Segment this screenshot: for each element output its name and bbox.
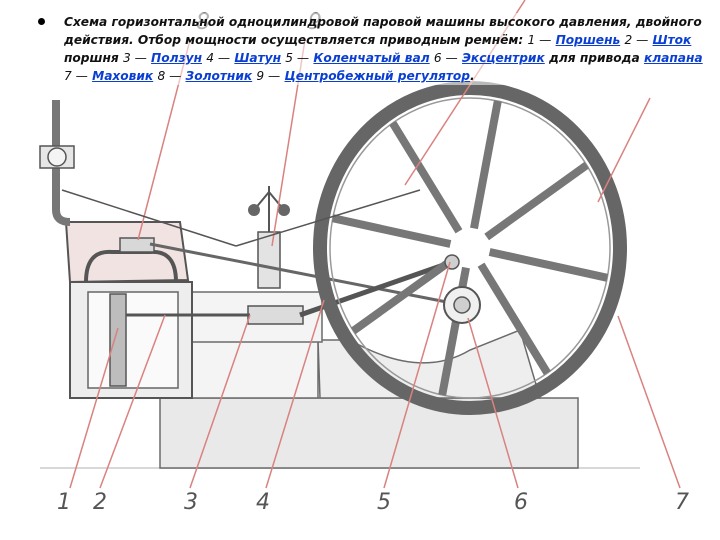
part-2-tail: поршня (64, 51, 119, 65)
label-4: 4 (256, 490, 270, 515)
part-9-num: 9 — (256, 69, 281, 83)
crank-pedestal (317, 328, 542, 399)
steam-valve (39, 145, 75, 169)
pointer-3 (189, 314, 251, 489)
cylinder-bore (87, 291, 179, 389)
link-governor[interactable]: Центробежный регулятор (284, 69, 471, 83)
part-7-num: 7 — (64, 69, 88, 83)
piston (109, 293, 127, 387)
caption-text: Схема горизонтальной одноцилиндровой пар… (64, 13, 704, 85)
pointer-lines-dark (61, 189, 421, 247)
part-4-num: 4 — (206, 51, 231, 65)
link-crankshaft[interactable]: Коленчатый вал (313, 51, 430, 65)
link-crosshead[interactable]: Ползун (151, 51, 202, 65)
link-piston[interactable]: Поршень (555, 33, 621, 47)
flywheel-spoke (389, 120, 463, 234)
part-5-num: 5 — (285, 51, 310, 65)
label-3: 3 (184, 490, 198, 515)
flywheel-spoke (488, 248, 609, 282)
pointer-5 (383, 261, 451, 489)
crosshead (247, 305, 304, 325)
part-6-tail: для привода (549, 51, 640, 65)
centrifugal-governor (248, 186, 290, 289)
pointer-7 (617, 315, 681, 489)
pointer-6 (467, 317, 519, 489)
label-7: 7 (675, 490, 689, 515)
crank-pin (444, 254, 460, 270)
caption-intro: Схема горизонтальной одноцилиндровой пар… (64, 15, 702, 47)
part-3-num: 3 — (122, 51, 147, 65)
link-eccentric[interactable]: Эксцентрик (461, 51, 545, 65)
pointer-4 (265, 299, 325, 489)
flywheel-spoke (484, 161, 590, 241)
steam-pipe (52, 100, 71, 226)
flywheel-spoke (470, 100, 502, 230)
flywheel-spoke (350, 255, 456, 335)
eccentric (453, 296, 471, 314)
link-valve[interactable]: клапана (643, 51, 703, 65)
slide-valve (119, 237, 155, 253)
label-6: 6 (514, 490, 528, 515)
flywheel-spoke (331, 214, 452, 248)
caption-period: . (470, 69, 475, 83)
part-6-num: 6 — (433, 51, 458, 65)
part-2-num: 2 — (624, 33, 649, 47)
flywheel-spoke (477, 262, 551, 376)
part-1-num: 1 — (527, 33, 552, 47)
pointer-top-right-b (597, 97, 651, 203)
pointer-1 (69, 327, 119, 489)
part-8-num: 8 — (157, 69, 182, 83)
link-connecting-rod[interactable]: Шатун (234, 51, 282, 65)
foundation (159, 397, 579, 469)
flywheel (313, 81, 627, 415)
link-slide-valve[interactable]: Золотник (185, 69, 253, 83)
link-flywheel[interactable]: Маховик (92, 69, 154, 83)
pointer-2 (99, 314, 166, 489)
label-5: 5 (377, 490, 391, 515)
engine-frame (189, 339, 319, 399)
label-2: 2 (93, 490, 107, 515)
link-piston-rod[interactable]: Шток (652, 33, 692, 47)
label-1: 1 (57, 490, 71, 515)
bullet-point (38, 18, 45, 25)
